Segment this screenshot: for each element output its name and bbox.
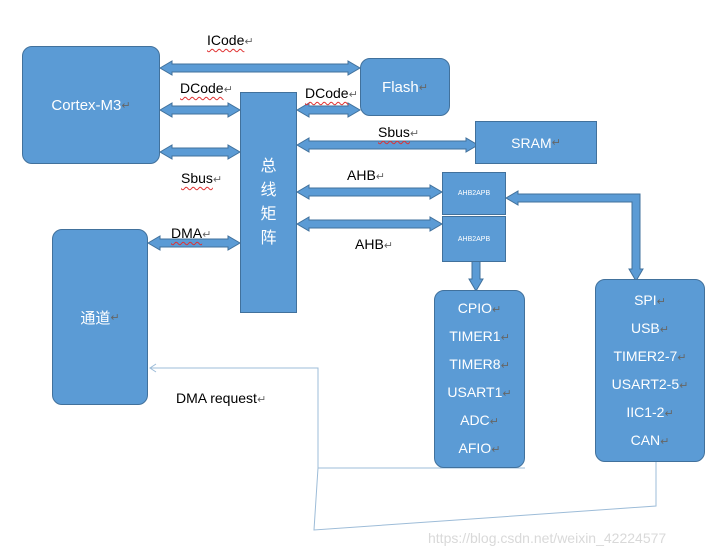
dcode-left-text: DCode bbox=[180, 80, 224, 96]
return-mark: ↵ bbox=[110, 311, 120, 324]
return-mark: ↵ bbox=[223, 84, 233, 96]
apb1-item: TIMER2-7↵ bbox=[613, 343, 686, 371]
dcode-left-label: DCode↵ bbox=[180, 80, 233, 98]
apb2-item: TIMER8↵ bbox=[449, 351, 510, 379]
return-mark: ↵ bbox=[551, 137, 561, 149]
apb1-item: IIC1-2↵ bbox=[626, 399, 673, 427]
dma-text: DMA bbox=[171, 225, 203, 241]
dma-request-label: DMA request↵ bbox=[176, 390, 266, 408]
return-mark: ↵ bbox=[502, 388, 512, 400]
ahb-top-label: AHB↵ bbox=[347, 167, 385, 185]
apb2-item: ADC↵ bbox=[460, 407, 499, 435]
sbus-bus-arrow-left bbox=[159, 144, 241, 160]
apb1-item-label: TIMER2-7 bbox=[613, 347, 678, 364]
apb2-item: TIMER1↵ bbox=[449, 323, 510, 351]
return-mark: ↵ bbox=[489, 416, 499, 428]
bus-matrix-char-3: 矩 bbox=[260, 205, 277, 223]
ahb2apb-bridge-1: AHB2APB bbox=[442, 172, 506, 215]
return-mark: ↵ bbox=[491, 444, 501, 456]
sram-block: SRAM↵ bbox=[475, 121, 597, 164]
ahb-bottom-text: AHB bbox=[355, 236, 384, 252]
return-mark: ↵ bbox=[409, 128, 420, 140]
ahb-top-text: AHB bbox=[347, 167, 376, 183]
return-mark: ↵ bbox=[656, 295, 666, 308]
apb2-item-label: TIMER1 bbox=[449, 328, 501, 344]
sram-label: SRAM bbox=[511, 134, 552, 151]
return-mark: ↵ bbox=[212, 174, 223, 186]
flash-label: Flash bbox=[382, 78, 419, 96]
dma-label: DMA↵ bbox=[171, 225, 211, 243]
return-mark: ↵ bbox=[383, 240, 394, 252]
return-mark: ↵ bbox=[659, 323, 669, 336]
ahb-bridge1-arrow bbox=[296, 184, 443, 200]
bus-matrix-block: 总 线 矩 阵 bbox=[240, 92, 297, 313]
sbus-left-text: Sbus bbox=[181, 170, 213, 186]
ahb2apb-bridge-1-label: AHB2APB bbox=[457, 190, 491, 197]
return-mark: ↵ bbox=[679, 379, 689, 392]
dma-request-line-apb1 bbox=[313, 462, 657, 531]
return-mark: ↵ bbox=[348, 89, 358, 101]
apb2-item-label: TIMER8 bbox=[449, 356, 501, 372]
return-mark: ↵ bbox=[664, 407, 674, 420]
apb2-item: AFIO↵ bbox=[459, 435, 501, 463]
return-mark: ↵ bbox=[492, 304, 502, 316]
apb2-item-label: CPIO bbox=[457, 300, 492, 316]
apb1-item-label: USART2-5 bbox=[611, 375, 680, 392]
apb1-item-label: SPI bbox=[634, 291, 657, 308]
apb1-item-label: IIC1-2 bbox=[626, 403, 665, 420]
apb2-item-label: ADC bbox=[460, 412, 490, 428]
apb1-item-label: CAN bbox=[630, 431, 661, 448]
cortex-m3-label: Cortex-M3 bbox=[51, 96, 122, 114]
ahb-bottom-label: AHB↵ bbox=[355, 236, 393, 254]
ahb-bridge2-arrow bbox=[296, 216, 443, 232]
bridge1-apb1-arrow bbox=[505, 190, 644, 282]
watermark: https://blog.csdn.net/weixin_42224577 bbox=[428, 530, 667, 546]
ahb2apb-bridge-2: AHB2APB bbox=[442, 216, 506, 262]
sbus-top-label: Sbus↵ bbox=[378, 124, 419, 142]
apb2-item-label: AFIO bbox=[458, 440, 492, 456]
icode-label: ICode↵ bbox=[207, 32, 254, 50]
dcode-right-label: DCode↵ bbox=[305, 85, 358, 103]
dma-request-text: DMA request bbox=[176, 390, 257, 406]
icode-text: ICode bbox=[207, 32, 245, 48]
flash-block: Flash↵ bbox=[360, 58, 450, 116]
apb2-item: USART1↵ bbox=[447, 379, 511, 407]
dma-channel-block: 通道↵ bbox=[52, 229, 148, 405]
apb2-peripherals-block: CPIO↵ TIMER1↵ TIMER8↵ USART1↵ ADC↵ AFIO↵ bbox=[434, 290, 525, 468]
apb1-item-label: USB bbox=[630, 319, 660, 336]
return-mark: ↵ bbox=[500, 332, 510, 344]
bus-matrix-char-4: 阵 bbox=[260, 229, 277, 247]
dma-request-line-apb2 bbox=[150, 367, 525, 469]
return-mark: ↵ bbox=[500, 360, 510, 372]
return-mark: ↵ bbox=[121, 99, 131, 112]
apb1-item: USB↵ bbox=[631, 315, 669, 343]
apb2-item-label: USART1 bbox=[447, 384, 503, 400]
apb2-item: CPIO↵ bbox=[458, 295, 501, 323]
dcode-bus-arrow-left bbox=[159, 102, 241, 118]
dcode-bus-arrow-right bbox=[296, 102, 361, 118]
apb1-item: USART2-5↵ bbox=[612, 371, 689, 399]
return-mark: ↵ bbox=[418, 81, 428, 94]
icode-bus-arrow bbox=[159, 60, 361, 76]
return-mark: ↵ bbox=[244, 36, 254, 48]
apb1-item: SPI↵ bbox=[634, 287, 666, 315]
bus-matrix-char-2: 线 bbox=[260, 181, 277, 199]
apb1-item: CAN↵ bbox=[631, 427, 670, 455]
dcode-right-text: DCode bbox=[305, 85, 349, 101]
return-mark: ↵ bbox=[375, 171, 386, 183]
bus-matrix-char-1: 总 bbox=[260, 157, 277, 175]
return-mark: ↵ bbox=[202, 229, 212, 241]
return-mark: ↵ bbox=[677, 351, 687, 364]
return-mark: ↵ bbox=[660, 435, 670, 448]
ahb2apb-bridge-2-label: AHB2APB bbox=[457, 235, 491, 243]
sbus-top-text: Sbus bbox=[378, 124, 410, 140]
dma-request-line-apb2-head bbox=[149, 363, 157, 373]
return-mark: ↵ bbox=[256, 394, 267, 406]
dma-channel-label: 通道 bbox=[80, 309, 111, 327]
apb1-peripherals-block: SPI↵ USB↵ TIMER2-7↵ USART2-5↵ IIC1-2↵ CA… bbox=[595, 279, 705, 462]
cortex-m3-block: Cortex-M3↵ bbox=[22, 46, 160, 164]
sbus-left-label: Sbus↵ bbox=[181, 170, 222, 188]
